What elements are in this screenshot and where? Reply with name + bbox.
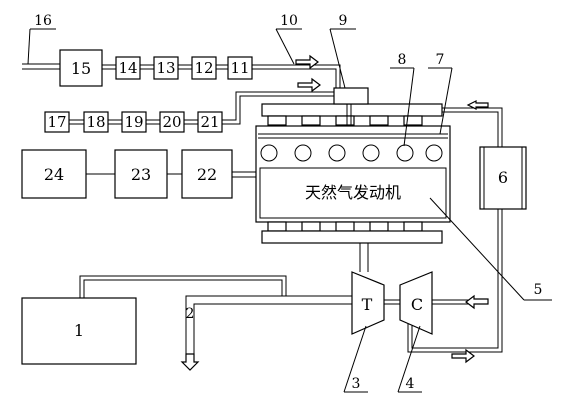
label-22: 22 bbox=[197, 165, 217, 184]
label-11: 11 bbox=[230, 59, 249, 77]
component-20 bbox=[159, 111, 185, 133]
label-5: 5 bbox=[534, 282, 543, 298]
component-1 bbox=[21, 297, 137, 365]
label-8: 8 bbox=[398, 52, 407, 68]
compressor-label: C bbox=[411, 295, 423, 314]
component-15 bbox=[59, 49, 103, 87]
label-19: 19 bbox=[124, 113, 143, 131]
label-3: 3 bbox=[352, 376, 361, 392]
component-11 bbox=[227, 56, 253, 80]
intercooler-loop: 6 bbox=[407, 100, 527, 364]
label-23: 23 bbox=[131, 165, 151, 184]
valve-9 bbox=[333, 87, 369, 105]
label-18: 18 bbox=[86, 113, 105, 131]
intercooler-6 bbox=[479, 146, 527, 210]
label-12: 12 bbox=[194, 59, 213, 77]
engine-label: 天然气发动机 bbox=[305, 183, 401, 202]
component-22 bbox=[181, 149, 233, 199]
component-13 bbox=[153, 56, 179, 80]
label-21: 21 bbox=[200, 113, 219, 131]
label-17: 17 bbox=[47, 113, 66, 131]
control-chain: 24 23 22 bbox=[21, 149, 256, 199]
label-16: 16 bbox=[34, 13, 52, 29]
label-4: 4 bbox=[406, 376, 415, 392]
label-15: 15 bbox=[71, 59, 91, 78]
sensor-chain: 17 18 19 20 21 bbox=[44, 77, 334, 133]
component-19 bbox=[121, 111, 147, 133]
label-14: 14 bbox=[118, 59, 137, 77]
component-21 bbox=[197, 111, 223, 133]
natural-gas-engine: 天然气发动机 bbox=[255, 87, 451, 244]
label-13: 13 bbox=[156, 59, 175, 77]
label-24: 24 bbox=[44, 165, 64, 184]
component-12 bbox=[191, 56, 217, 80]
turbine-label: T bbox=[362, 295, 373, 314]
callouts: 16 10 9 8 7 5 2 3 4 bbox=[27, 13, 552, 393]
component-18 bbox=[83, 111, 109, 133]
label-10: 10 bbox=[280, 13, 298, 29]
turbine-3 bbox=[351, 271, 385, 335]
label-6: 6 bbox=[498, 168, 508, 187]
label-1: 1 bbox=[74, 321, 84, 340]
component-17 bbox=[44, 111, 70, 133]
compressor-4 bbox=[399, 271, 433, 335]
fuel-supply-line: 15 14 13 12 11 bbox=[22, 49, 341, 88]
component-1-group: 1 bbox=[21, 275, 287, 365]
component-24 bbox=[21, 149, 87, 199]
label-2: 2 bbox=[186, 306, 195, 322]
turbocharger: T C bbox=[180, 243, 489, 371]
component-23 bbox=[114, 149, 168, 199]
label-9: 9 bbox=[339, 13, 348, 29]
label-7: 7 bbox=[436, 52, 445, 68]
label-20: 20 bbox=[162, 113, 181, 131]
component-14 bbox=[115, 56, 141, 80]
